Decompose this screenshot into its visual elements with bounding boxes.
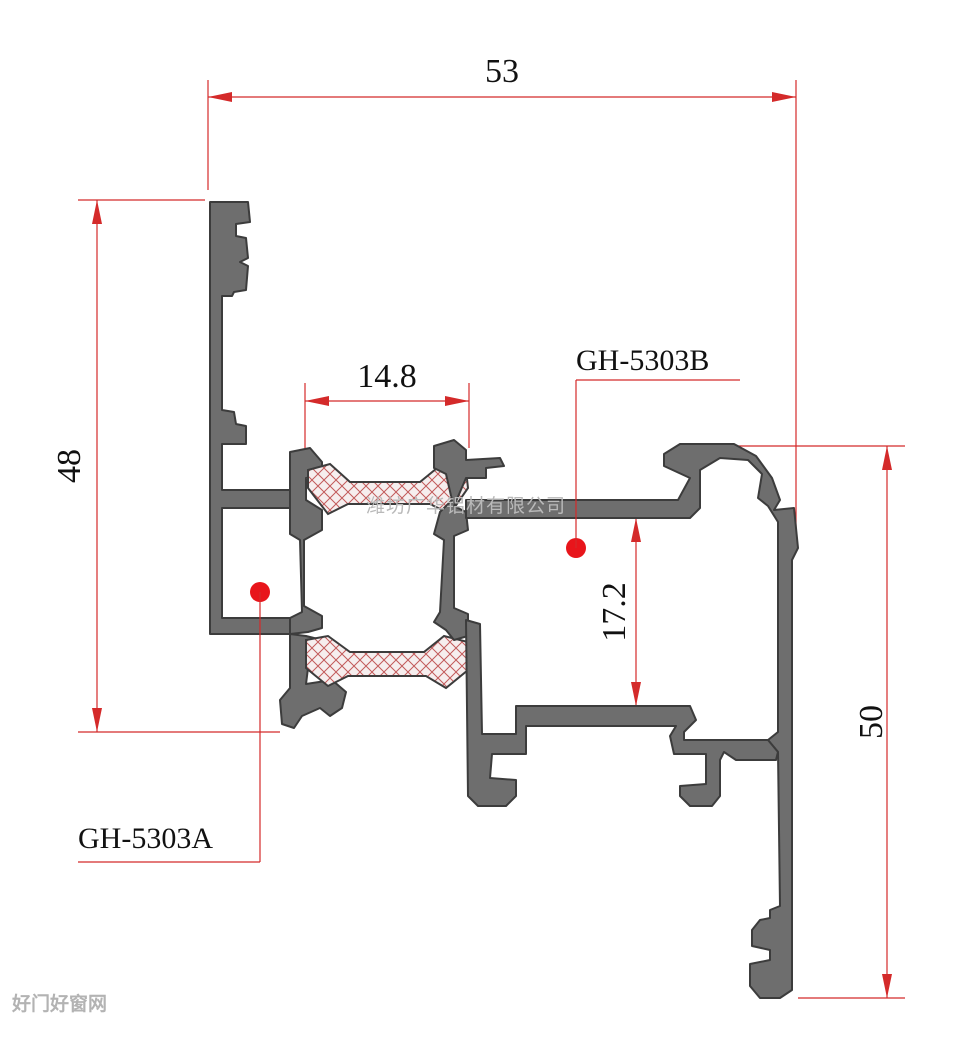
dim-chamber-height: 17.2	[596, 518, 641, 706]
label-gh-5303b: GH-5303B	[576, 344, 709, 377]
profile-inner	[209, 201, 347, 729]
dim-overall-width-label: 53	[485, 53, 519, 90]
dim-overall-width: 53	[207, 53, 797, 548]
profile-outer	[433, 439, 799, 999]
dim-right-height: 50	[730, 445, 905, 999]
dim-thermal-break-label: 14.8	[357, 358, 417, 395]
insulation-strip-bottom	[305, 634, 469, 690]
dim-left-height: 48	[51, 199, 280, 733]
insulation-strips	[305, 462, 470, 690]
company-watermark: 潍坊广华铝材有限公司	[366, 495, 566, 517]
dim-right-height-label: 50	[853, 705, 890, 739]
label-gh-5303a: GH-5303A	[78, 822, 213, 855]
dim-left-height-label: 48	[51, 449, 88, 483]
leader-inner: GH-5303A	[78, 582, 270, 863]
insulation-strip-top	[307, 462, 470, 516]
site-watermark: 好门好窗网	[11, 992, 107, 1015]
leader-outer: GH-5303B	[566, 344, 740, 558]
dim-chamber-height-label: 17.2	[596, 582, 633, 642]
dim-thermal-break: 14.8	[304, 358, 470, 448]
